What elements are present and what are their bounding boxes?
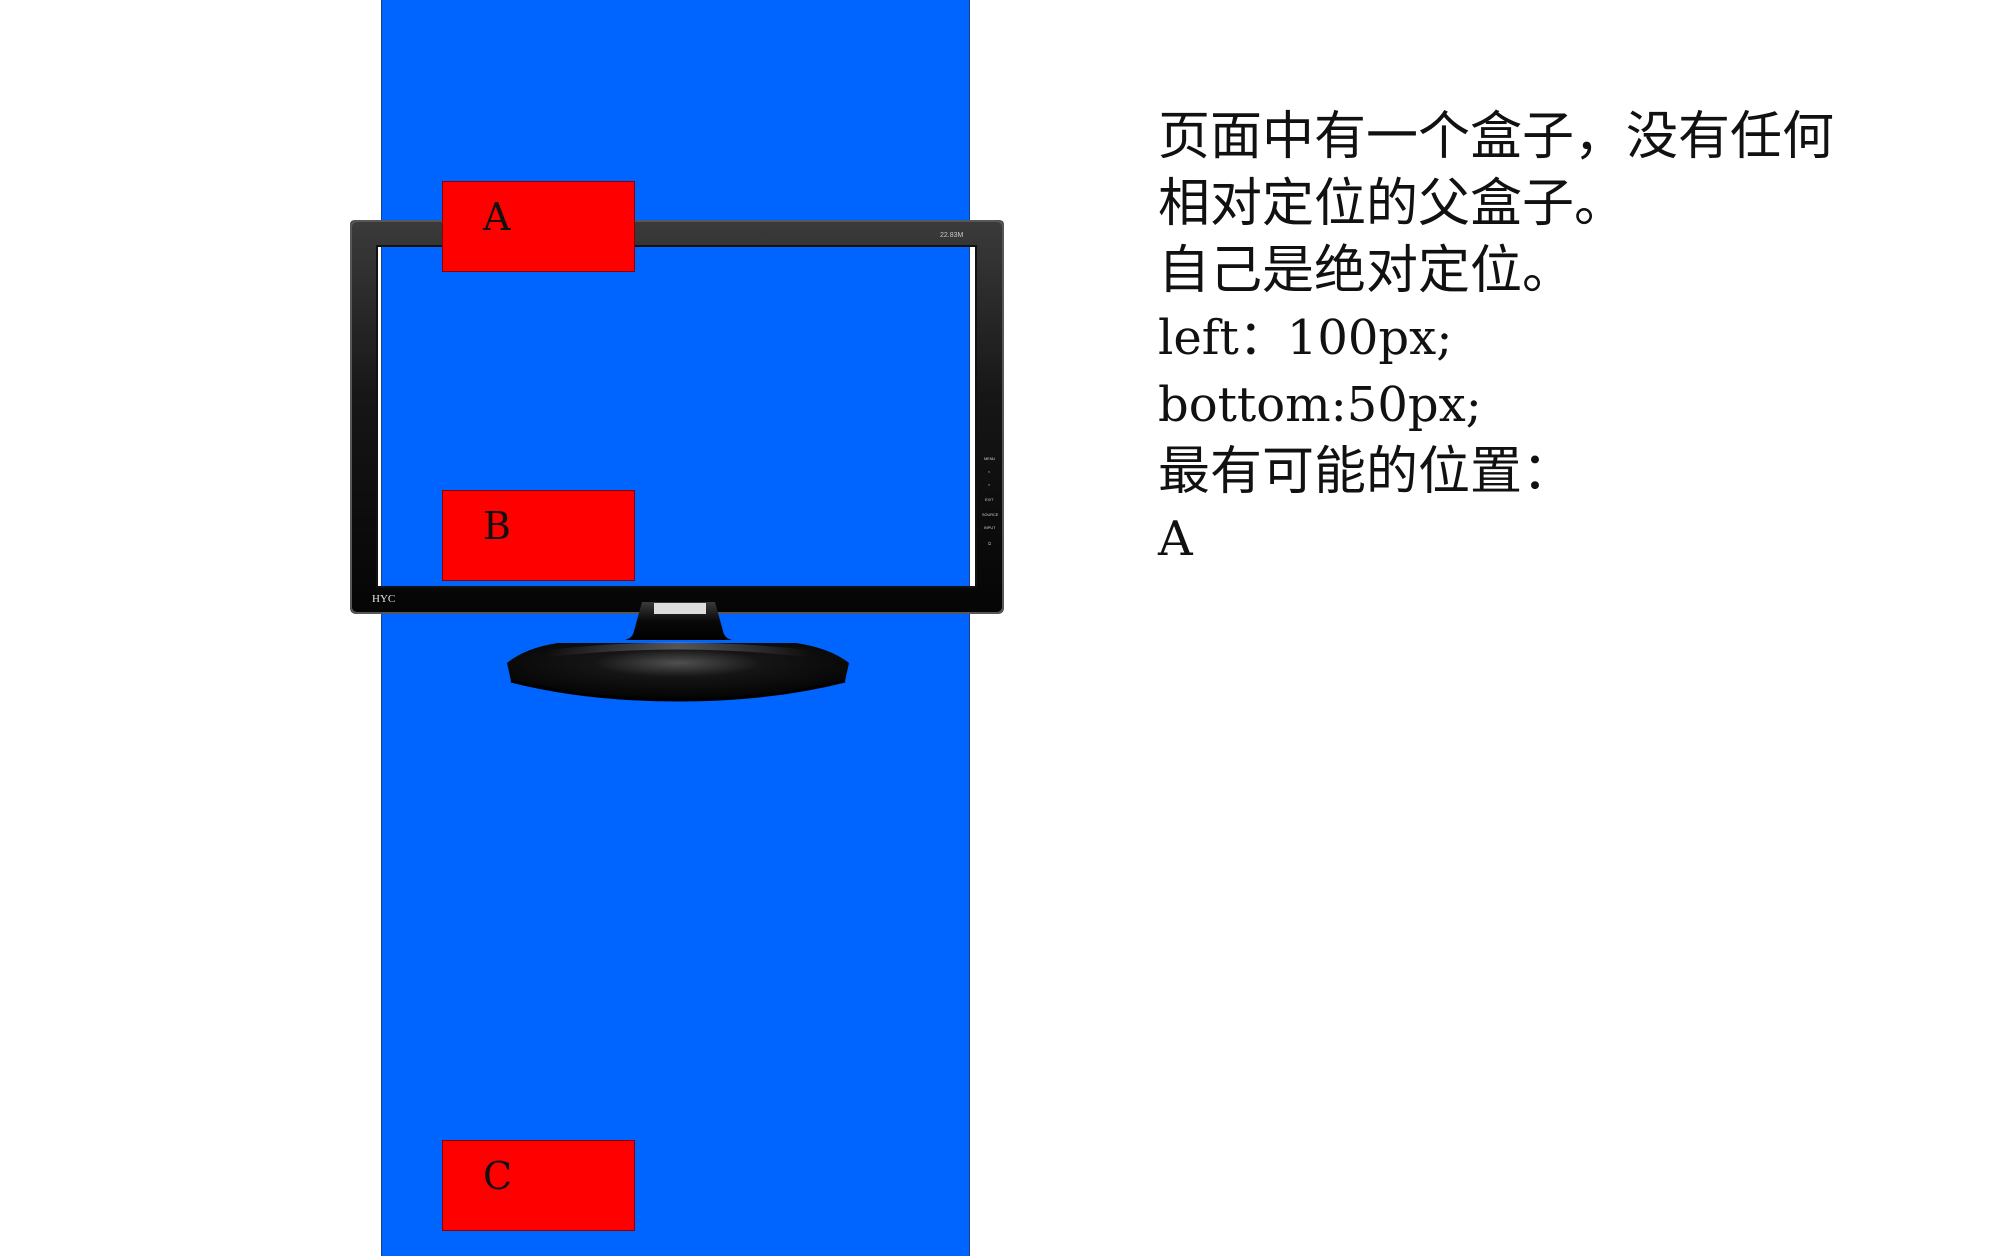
box-label-b: B bbox=[483, 504, 511, 548]
svg-text:SOURCE: SOURCE bbox=[982, 513, 999, 517]
answer-text: A bbox=[1158, 511, 1193, 567]
monitor-icon: HYC 22.83M MENU < > EXIT SOURCE INPUT ⏻ bbox=[350, 220, 1004, 702]
question-line-1: 页面中有一个盒子，没有任何 bbox=[1158, 107, 1835, 167]
question-text: 页面中有一个盒子，没有任何 相对定位的父盒子。 自己是绝对定位。 left：10… bbox=[1158, 104, 1948, 573]
svg-text:22.83M: 22.83M bbox=[940, 232, 964, 239]
box-label-c: C bbox=[483, 1154, 513, 1198]
svg-text:INPUT: INPUT bbox=[984, 526, 996, 530]
css-left-line: left：100px; bbox=[1158, 310, 1453, 366]
box-label-a: A bbox=[483, 195, 511, 239]
svg-text:EXIT: EXIT bbox=[985, 498, 994, 502]
red-box-c: C bbox=[442, 1140, 635, 1231]
svg-text:>: > bbox=[988, 483, 991, 487]
red-box-a: A bbox=[442, 181, 635, 272]
css-bottom-line: bottom:50px; bbox=[1158, 377, 1482, 433]
svg-text:<: < bbox=[988, 470, 991, 474]
question-line-2: 相对定位的父盒子。 bbox=[1158, 174, 1627, 234]
red-box-b: B bbox=[442, 490, 635, 581]
svg-text:⏻: ⏻ bbox=[988, 542, 991, 546]
svg-text:MENU: MENU bbox=[984, 457, 995, 461]
question-line-3: 自己是绝对定位。 bbox=[1158, 241, 1575, 301]
svg-text:HYC: HYC bbox=[372, 593, 395, 605]
answer-prompt-line: 最有可能的位置： bbox=[1158, 442, 1575, 502]
